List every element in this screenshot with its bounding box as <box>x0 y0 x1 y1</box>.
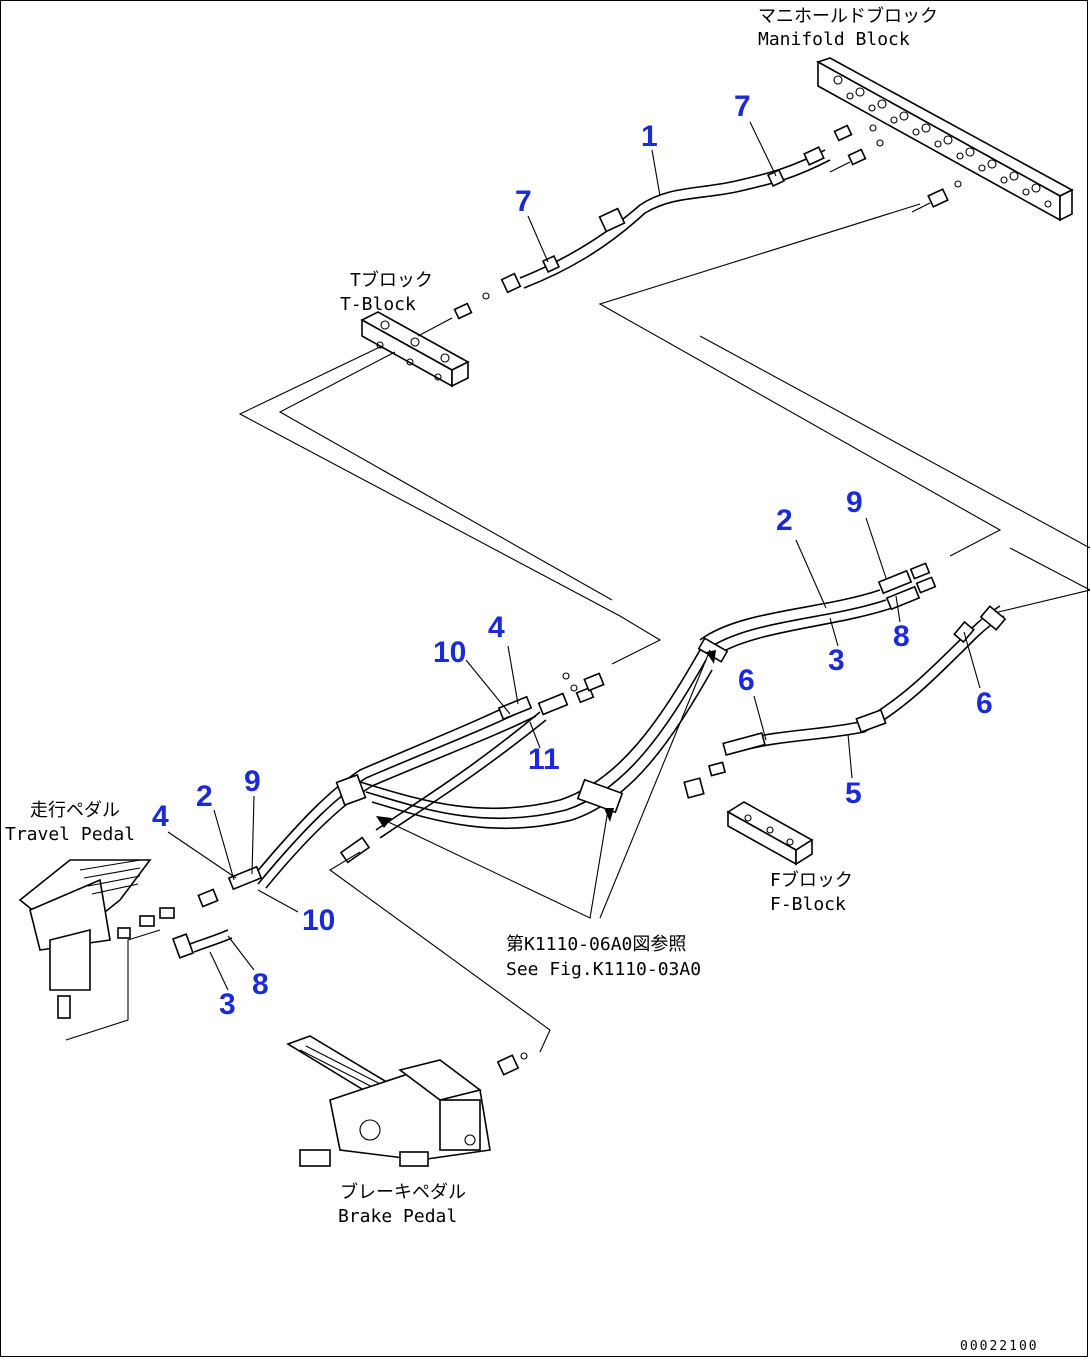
callout-7-right: 7 <box>734 90 751 123</box>
f-block-label-en: F-Block <box>770 894 846 915</box>
callout-6-left: 6 <box>738 664 755 697</box>
callout-8-left: 8 <box>252 968 269 1001</box>
t-block-label-jp: Tブロック <box>350 269 433 291</box>
callout-2-right: 2 <box>776 504 793 537</box>
callout-3-right: 3 <box>828 644 845 677</box>
callout-4-left: 4 <box>152 800 169 833</box>
callout-5: 5 <box>845 777 862 810</box>
reference-label-en: See Fig.K1110-03A0 <box>506 959 701 980</box>
drawing-code: 00022100 <box>960 1339 1039 1354</box>
callout-6-right: 6 <box>976 687 993 720</box>
hoses-5-6 <box>683 605 1007 799</box>
brake-pedal-label-jp: ブレーキペダル <box>340 1181 466 1203</box>
travel-pedal <box>18 859 175 1041</box>
manifold-block-label-en: Manifold Block <box>758 29 910 50</box>
callout-10-lower: 10 <box>302 904 335 937</box>
t-block-label-en: T-Block <box>340 294 416 315</box>
callout-2-left: 2 <box>196 780 213 813</box>
callout-3-left: 3 <box>219 988 236 1021</box>
manifold-fittings <box>829 124 962 213</box>
callout-4-upper: 4 <box>488 611 505 644</box>
travel-pedal-label-jp: 走行ペダル <box>30 800 120 821</box>
t-block <box>360 292 490 388</box>
reference-label-jp: 第K1110-06A0図参照 <box>506 934 686 955</box>
f-block <box>726 801 814 866</box>
hose-1 <box>500 146 831 294</box>
brake-pedal-label-en: Brake Pedal <box>338 1206 457 1227</box>
manifold-block <box>816 57 1074 222</box>
travel-pedal-label-en: Travel Pedal <box>5 824 135 845</box>
callout-1: 1 <box>641 120 658 153</box>
callout-10-upper: 10 <box>433 636 466 669</box>
callout-leaders <box>167 121 981 991</box>
callout-11: 11 <box>528 743 560 776</box>
lower-bundle <box>171 649 713 959</box>
callout-9-left: 9 <box>244 765 261 798</box>
leader-lines <box>238 203 1090 665</box>
callout-8-right: 8 <box>893 620 910 653</box>
brake-leader <box>329 851 551 1053</box>
reference-arrows <box>376 649 716 919</box>
hoses-2-3 <box>697 562 937 663</box>
callout-7-left: 7 <box>515 185 532 218</box>
callout-9-right: 9 <box>846 486 863 519</box>
f-block-label-jp: Fブロック <box>770 869 853 891</box>
manifold-block-label-jp: マニホールドブロック <box>758 5 938 27</box>
brake-pedal <box>286 1035 528 1167</box>
